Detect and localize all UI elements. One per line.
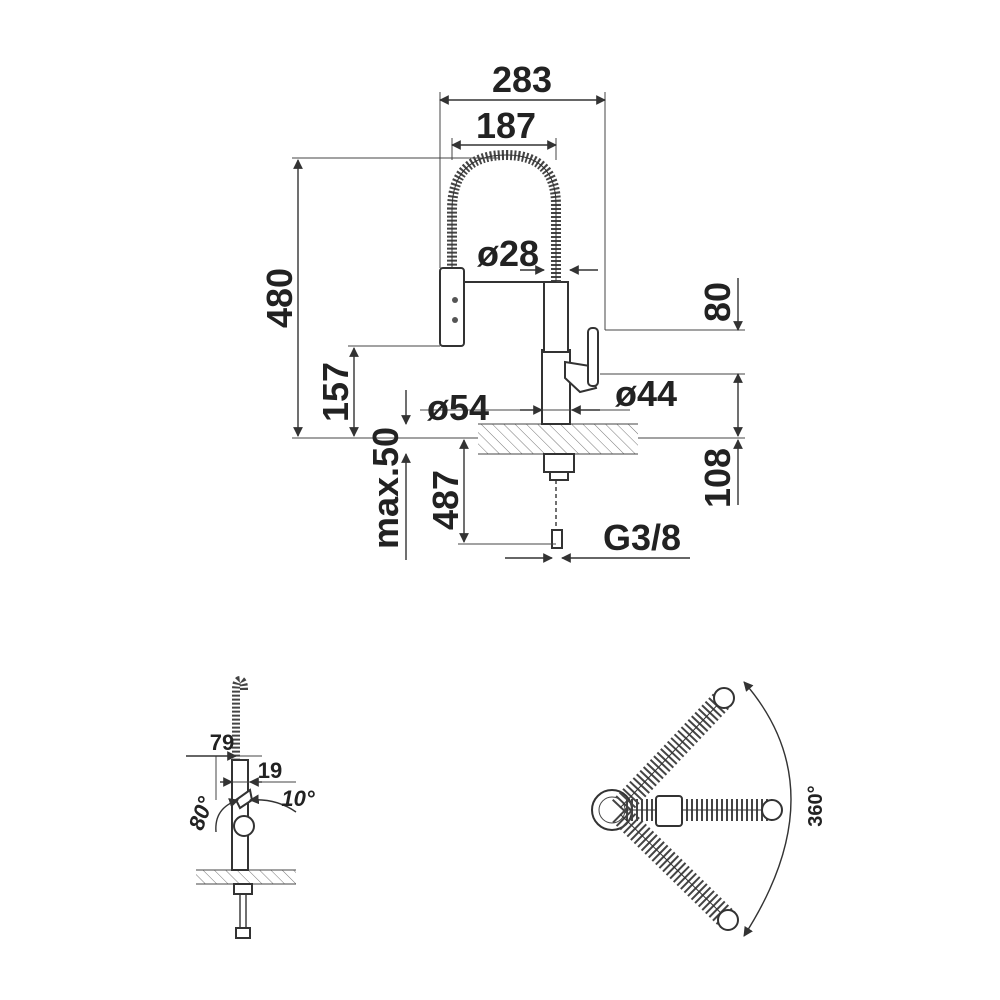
side-view: 79 19 80° 10° xyxy=(184,675,315,939)
spray-head xyxy=(439,267,465,347)
front-view: 283 187 ø28 480 157 max.50 487 ø54 ø xyxy=(259,59,745,563)
dim-width-overall: 283 xyxy=(492,59,552,100)
dim-below-counter-height: 108 xyxy=(697,448,738,508)
dim-lever-width: 19 xyxy=(258,758,282,783)
dim-lever-angle-front: 80° xyxy=(184,793,219,833)
dim-connection-thread: G3/8 xyxy=(603,517,681,558)
countertop xyxy=(478,424,638,454)
dim-base-diameter: ø54 xyxy=(427,387,489,428)
dim-below-counter-length: 487 xyxy=(425,470,466,530)
dim-lever-angle-back: 10° xyxy=(281,786,314,811)
dim-spout-reach: 187 xyxy=(476,105,536,146)
dim-lever-height: 80 xyxy=(697,282,738,322)
dim-spray-head-height: 157 xyxy=(315,362,356,422)
dim-height-overall: 480 xyxy=(259,268,300,328)
dim-lever-offset: 79 xyxy=(210,730,234,755)
top-view: 360° xyxy=(591,681,827,937)
dim-swivel-angle: 360° xyxy=(805,785,827,826)
faucet-body xyxy=(439,149,599,549)
dim-spout-diameter: ø28 xyxy=(477,233,539,274)
dim-hole-diameter: ø44 xyxy=(615,373,677,414)
dim-counter-thickness: max.50 xyxy=(365,427,406,549)
